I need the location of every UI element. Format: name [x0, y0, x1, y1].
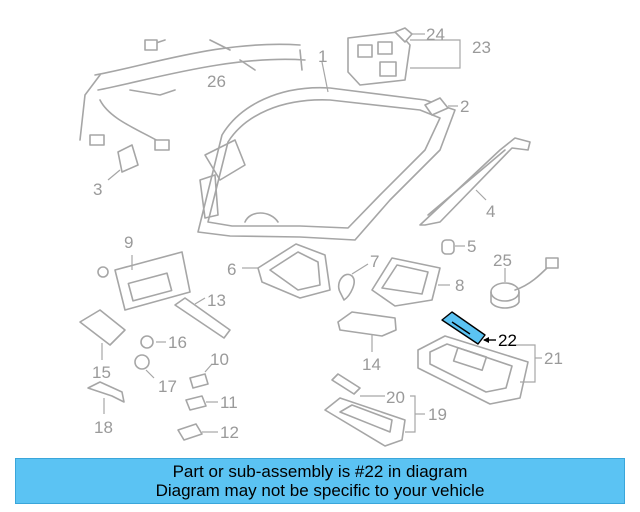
part-16-ring [140, 335, 166, 349]
callout-22: 22 [498, 331, 517, 350]
callout-25: 25 [493, 251, 512, 270]
part-10-clip [189, 363, 213, 389]
part-8-housing [371, 257, 450, 307]
callout-3: 3 [93, 180, 102, 199]
callout-20: 20 [386, 388, 405, 407]
banner-line-1: Part or sub-assembly is #22 in diagram [172, 462, 468, 481]
part-6-mount-bracket [242, 243, 331, 299]
part-21-dome-lamp [417, 335, 542, 405]
callout-17: 17 [158, 377, 177, 396]
callout-2: 2 [460, 97, 469, 116]
callout-12: 12 [220, 423, 239, 442]
callout-5: 5 [467, 237, 476, 256]
part-20-bulb [331, 373, 385, 397]
callout-1: 1 [318, 47, 327, 66]
part-5-grommet [441, 239, 465, 255]
callout-21: 21 [544, 349, 563, 368]
part-12-clip [177, 423, 218, 441]
callout-24: 24 [426, 25, 445, 44]
callout-11: 11 [220, 393, 238, 412]
part-11-clip [185, 395, 218, 411]
part-13-grab-handle [174, 297, 231, 339]
info-banner: Part or sub-assembly is #22 in diagram D… [15, 458, 625, 504]
callout-14: 14 [362, 355, 381, 374]
part-14-bracket [337, 311, 397, 352]
part-26-wiring-harness [79, 39, 306, 151]
callout-6: 6 [227, 260, 236, 279]
part-7-seal [337, 263, 369, 301]
part-4-pillar-trim [419, 137, 531, 226]
banner-line-2: Diagram may not be specific to your vehi… [155, 481, 485, 500]
part-17-ring [134, 354, 155, 379]
part-18-handle [87, 381, 125, 414]
part-23-console [347, 27, 461, 86]
part-1-headliner [197, 61, 456, 241]
callout-9: 9 [124, 233, 133, 252]
callout-19: 19 [428, 405, 447, 424]
callout-26: 26 [207, 72, 226, 91]
part-22-highlighted-bulb [441, 311, 496, 345]
callout-18: 18 [94, 418, 113, 437]
part-3-bracket [107, 144, 139, 181]
part-2-clip [424, 97, 458, 116]
part-15-coat-hook [79, 309, 126, 360]
part-9-sun-visor [97, 251, 191, 311]
part-25-lamp-socket [490, 257, 559, 309]
callout-16: 16 [168, 333, 187, 352]
part-19-lamp-assembly [324, 395, 425, 447]
callout-4: 4 [486, 202, 495, 221]
callout-15: 15 [92, 363, 111, 382]
callout-7: 7 [370, 252, 379, 271]
callout-13: 13 [207, 291, 226, 310]
callout-8: 8 [455, 276, 464, 295]
callout-10: 10 [210, 350, 229, 369]
callout-23: 23 [472, 38, 491, 57]
